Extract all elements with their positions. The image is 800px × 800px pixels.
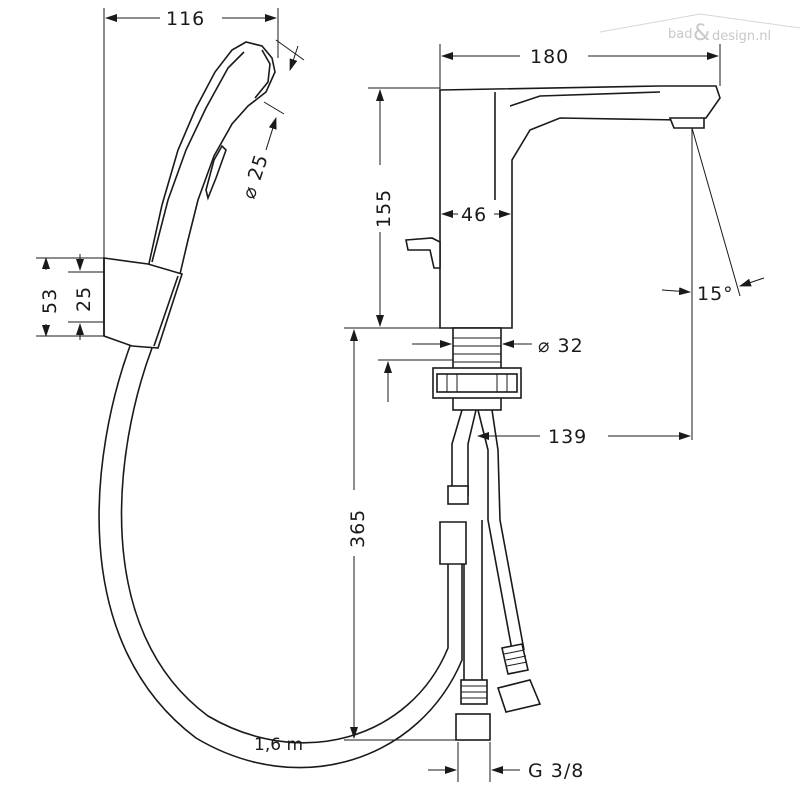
dimension-projection: 139 bbox=[477, 426, 691, 448]
dim-connection-label: G 3/8 bbox=[528, 760, 584, 782]
dimension-spout-height: 155 bbox=[344, 87, 453, 329]
shower-hose bbox=[98, 345, 463, 769]
dimension-shank-diameter: ⌀ 32 bbox=[412, 335, 584, 357]
watermark-ampersand: & bbox=[693, 21, 710, 46]
dim-holder-height-label: 53 bbox=[39, 288, 61, 314]
dimension-spout-reach: 180 bbox=[439, 44, 721, 90]
dim-spray-angle-label: 15° bbox=[697, 283, 734, 305]
dim-spout-reach-label: 180 bbox=[530, 46, 569, 68]
dim-shank-diameter-label: ⌀ 32 bbox=[538, 335, 584, 357]
dimension-body-width: 46 bbox=[441, 204, 511, 226]
watermark-text-left: bad bbox=[668, 27, 692, 42]
dim-body-width-label: 46 bbox=[461, 204, 487, 226]
dim-shower-width-label: 116 bbox=[166, 8, 205, 30]
dim-spout-height-label: 155 bbox=[373, 189, 395, 228]
dim-projection-label: 139 bbox=[548, 426, 587, 448]
hose-length-label: 1,6 m bbox=[254, 735, 303, 755]
dimension-shank-length: 365 bbox=[344, 329, 462, 741]
shank-assembly bbox=[432, 327, 522, 411]
dim-holder-inner-label: 25 bbox=[73, 286, 95, 312]
dimension-holder: 53 25 bbox=[36, 254, 104, 340]
dimension-shower-width: 116 bbox=[103, 8, 279, 258]
wall-holder bbox=[103, 257, 184, 349]
supply-hoses bbox=[439, 409, 542, 741]
dimension-spray-angle: 15° bbox=[661, 127, 765, 440]
dimension-worktop bbox=[378, 359, 453, 402]
watermark-logo: bad & design.nl bbox=[599, 13, 800, 46]
dim-head-diameter-label: ⌀ 25 bbox=[238, 151, 273, 201]
dim-shank-length-label: 365 bbox=[347, 509, 369, 548]
watermark-text-right: design.nl bbox=[712, 29, 771, 44]
mixer-tap bbox=[405, 85, 721, 329]
hand-shower bbox=[147, 41, 276, 275]
dimension-connection: G 3/8 bbox=[428, 742, 584, 782]
